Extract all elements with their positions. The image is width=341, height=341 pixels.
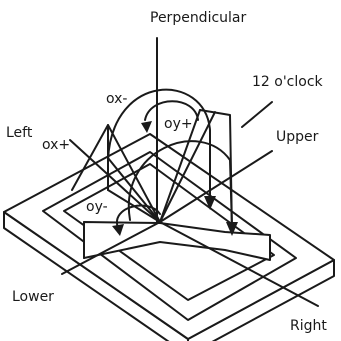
- oy-plus-arrowhead: [141, 121, 152, 133]
- label-lower: Lower: [12, 289, 54, 305]
- oy-minus-arc: [115, 204, 161, 229]
- lower-axis: [61, 221, 161, 275]
- oy-minus-arrowhead: [112, 224, 124, 236]
- label-upper: Upper: [276, 129, 319, 145]
- plate-inner-ledge: [63, 163, 275, 301]
- label-right: Right: [290, 318, 327, 334]
- label-clock: 12 o'clock: [252, 74, 324, 90]
- label-ox-minus: ox-: [106, 91, 127, 107]
- label-oy-minus: oy-: [86, 199, 108, 215]
- label-ox-plus: ox+: [42, 137, 70, 153]
- oy-sweep-arrowhead: [226, 222, 238, 236]
- oy-plus-arc: [144, 100, 199, 121]
- ox-minus-arrowhead: [204, 196, 216, 210]
- oy-plane-panel: [83, 221, 271, 261]
- clock-pointer-line: [241, 101, 273, 128]
- upper-axis: [159, 150, 273, 223]
- left-axis: [69, 139, 161, 223]
- label-perpendicular: Perpendicular: [150, 10, 247, 26]
- right-axis: [159, 221, 319, 307]
- oy-sweep-arc: [127, 140, 233, 229]
- ox-minus-arc: [107, 88, 211, 201]
- label-oy-plus: oy+: [164, 116, 193, 132]
- plate-inner-edge: [42, 151, 297, 321]
- oy-plane: [83, 221, 271, 261]
- label-left: Left: [6, 125, 33, 141]
